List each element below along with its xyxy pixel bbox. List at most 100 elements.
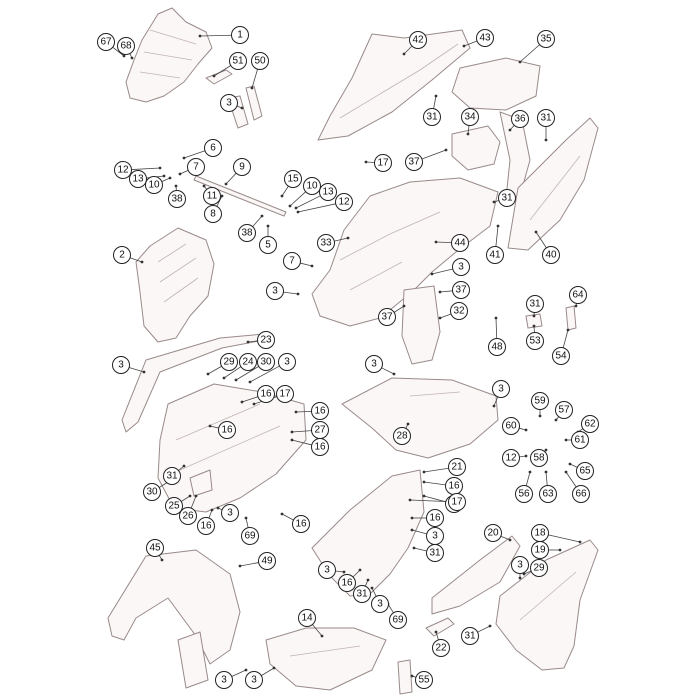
- callout-label: 3: [251, 675, 257, 686]
- callout-circle: [448, 493, 466, 511]
- leader-dot: [496, 224, 500, 228]
- callout-circle: [258, 552, 276, 570]
- callout-label: 67: [100, 37, 112, 48]
- leader-line: [241, 396, 259, 403]
- callout-3: 3: [215, 671, 233, 689]
- leader-dot: [240, 400, 244, 404]
- callout-circle: [452, 258, 470, 276]
- callout-3: 3: [220, 94, 238, 112]
- callout-circle: [298, 609, 316, 627]
- callout-label: 37: [381, 312, 393, 323]
- callout-31: 31: [526, 295, 544, 313]
- leader-line: [295, 410, 312, 413]
- callout-label: 3: [221, 675, 227, 686]
- leader-dot: [422, 470, 426, 474]
- callout-circle: [203, 187, 221, 205]
- callout-label: 10: [306, 181, 318, 192]
- callout-circle: [220, 94, 238, 112]
- callout-20: 20: [484, 524, 502, 542]
- callout-circle: [537, 109, 555, 127]
- callout-37: 37: [405, 153, 423, 171]
- callout-circle: [318, 561, 336, 579]
- leader-line: [131, 167, 161, 170]
- callout-label: 54: [555, 351, 567, 362]
- part-34-bracket: [451, 125, 501, 171]
- part-32-flap: [401, 285, 441, 365]
- leader-dot: [544, 138, 548, 142]
- callout-circle: [143, 483, 161, 501]
- callout-1: 1: [231, 26, 249, 44]
- callout-label: 12: [117, 165, 129, 176]
- callout-circle: [526, 332, 544, 350]
- callout-24: 24: [239, 353, 257, 371]
- callout-circle: [129, 170, 147, 188]
- callout-40: 40: [542, 246, 560, 264]
- callout-circle: [426, 544, 444, 562]
- callout-circle: [426, 509, 444, 527]
- callout-58: 58: [530, 449, 548, 467]
- callout-label: 28: [396, 431, 408, 442]
- callout-label: 7: [289, 256, 295, 267]
- callout-label: 17: [279, 389, 291, 400]
- callout-59: 59: [531, 392, 549, 410]
- leader-dot: [434, 630, 438, 634]
- callout-circle: [393, 427, 411, 445]
- callout-circle: [502, 449, 520, 467]
- callout-16: 16: [292, 515, 310, 533]
- callout-circle: [515, 485, 533, 503]
- part-45-fender-leg: [177, 631, 209, 689]
- leader-line: [291, 430, 312, 433]
- part-18-side-panel-right: [495, 539, 599, 671]
- callout-label: 42: [412, 35, 424, 46]
- part-23-trim-strip: [121, 333, 265, 433]
- callout-label: 8: [210, 209, 216, 220]
- callout-circle: [239, 353, 257, 371]
- callout-circle: [220, 353, 238, 371]
- leader-line: [312, 624, 323, 637]
- leader-line: [239, 562, 259, 567]
- callout-label: 18: [534, 528, 546, 539]
- leader-line: [183, 150, 206, 159]
- leader-line: [213, 65, 232, 77]
- leader-line: [545, 471, 548, 486]
- part-42-side-panel: [317, 29, 471, 141]
- leader-dot: [244, 668, 248, 672]
- leader-line: [381, 367, 395, 375]
- callout-label: 16: [314, 442, 326, 453]
- callout-label: 48: [491, 342, 503, 353]
- leader-line: [519, 44, 540, 63]
- leader-dot: [518, 60, 522, 64]
- callout-circle: [488, 338, 506, 356]
- callout-label: 16: [260, 389, 272, 400]
- leader-line: [249, 365, 280, 383]
- callout-circle: [353, 585, 371, 603]
- callout-circle: [215, 671, 233, 689]
- callout-circle: [319, 183, 337, 201]
- callout-67: 67: [97, 33, 115, 51]
- callout-label: 3: [324, 565, 330, 576]
- leader-line: [300, 262, 313, 267]
- leader-line: [535, 231, 547, 249]
- callout-label: 59: [534, 396, 546, 407]
- callout-3: 3: [278, 353, 296, 371]
- callout-circle: [432, 639, 450, 657]
- callout-label: 13: [322, 187, 334, 198]
- callout-label: 3: [517, 560, 523, 571]
- leader-line: [548, 534, 581, 543]
- leader-line: [423, 481, 446, 486]
- callout-circle: [187, 158, 205, 176]
- leader-dot: [194, 494, 198, 498]
- leader-dot: [222, 376, 226, 380]
- callout-circle: [378, 308, 396, 326]
- callout-circle: [204, 205, 222, 223]
- callout-30: 30: [257, 353, 275, 371]
- callout-3: 3: [452, 258, 470, 276]
- callout-circle: [284, 170, 302, 188]
- leader-line: [387, 603, 394, 614]
- callout-circle: [204, 139, 222, 157]
- callout-15: 15: [284, 170, 302, 188]
- callout-12: 12: [114, 161, 132, 179]
- leader-dot: [290, 438, 294, 442]
- part-54-screw: [565, 305, 577, 331]
- callout-label: 30: [260, 357, 272, 368]
